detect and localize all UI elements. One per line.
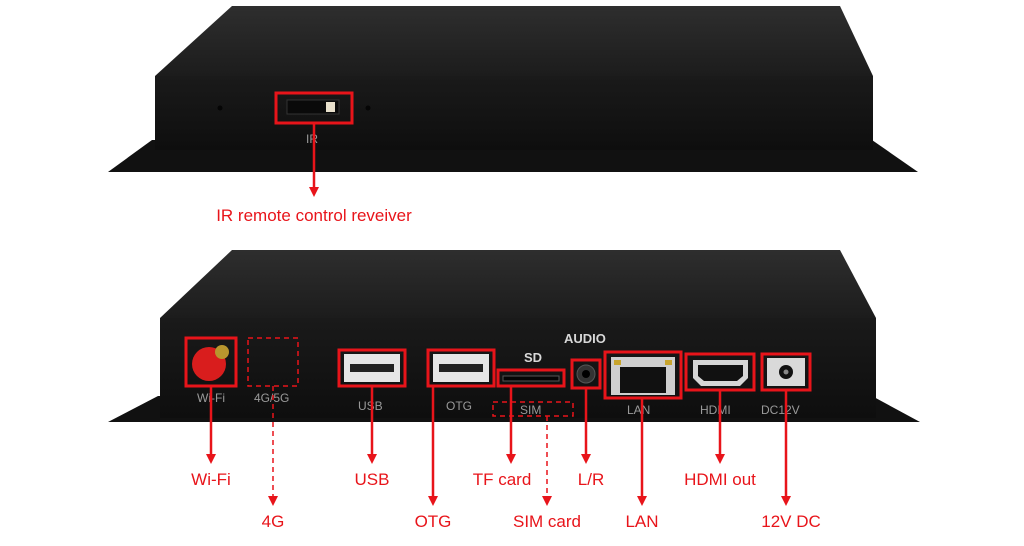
otg-callout-label: OTG — [414, 512, 452, 531]
ir-silkscreen-label: IR — [306, 132, 318, 146]
ir-led — [326, 102, 335, 112]
lan-led — [665, 360, 672, 365]
lr-callout-label: L/R — [577, 470, 605, 489]
tf-highlight-box — [496, 368, 566, 388]
wifi-callout-label: Wi-Fi — [191, 470, 231, 489]
dc-callout-label: 12V DC — [761, 512, 821, 531]
g4g5-silkscreen-label: 4G/5G — [254, 391, 289, 405]
hdmi-silkscreen-label: HDMI — [700, 403, 731, 417]
callout-arrows — [206, 386, 791, 506]
audio-jack-hole — [582, 370, 590, 378]
dc-arrow-head — [781, 496, 791, 506]
top-device-screw-hole — [365, 105, 371, 111]
lan-callout-label: LAN — [625, 512, 659, 531]
hdmi-arrow-head — [715, 454, 725, 464]
usb-callout-label: USB — [354, 470, 390, 489]
lan-led — [614, 360, 621, 365]
top-device-screw-hole — [217, 105, 223, 111]
sim-silkscreen-label: SIM — [520, 403, 541, 417]
tf-card-slot — [502, 375, 560, 382]
ir-callout-label: IR remote control reveiver — [216, 206, 412, 225]
bottom-device-top-surface — [160, 250, 876, 318]
ir-arrow-head — [309, 187, 319, 197]
sd-silkscreen-label: SD — [524, 350, 542, 365]
top-device: IR — [108, 6, 918, 197]
otg-silkscreen-label: OTG — [446, 399, 472, 413]
g4g5-highlight-box — [247, 337, 299, 387]
lan-silkscreen-label: LAN — [627, 403, 650, 417]
bottom-device-front-panel — [160, 318, 876, 418]
top-device-top-surface — [155, 6, 873, 76]
dc-port-pin — [783, 369, 789, 375]
bottom-device: AUDIO SD Wi-Fi 4G/5G USB OTG SIM — [108, 250, 920, 422]
usb-port-tongue — [350, 364, 394, 372]
hdmi-callout-label: HDMI out — [684, 470, 756, 489]
usb-arrow-head — [367, 454, 377, 464]
sim-highlight-box — [492, 401, 574, 417]
otg-arrow-head — [428, 496, 438, 506]
sim-arrow-head — [542, 496, 552, 506]
otg-port-tongue — [439, 364, 483, 372]
wifi-antenna-base — [215, 345, 229, 359]
hdmi-port-opening — [698, 365, 743, 381]
audio-silkscreen-label: AUDIO — [564, 331, 606, 346]
g4-arrow-head — [268, 496, 278, 506]
g4-callout-label: 4G — [261, 512, 285, 531]
dc-silkscreen-label: DC12V — [761, 403, 800, 417]
top-device-front-panel — [155, 76, 873, 150]
lr-arrow-head — [581, 454, 591, 464]
tf-callout-label: TF card — [472, 470, 532, 489]
tf-arrow-head — [506, 454, 516, 464]
otg-highlight-box — [426, 348, 496, 388]
sim-callout-label: SIM card — [512, 512, 582, 531]
lan-port-opening — [620, 367, 666, 393]
wifi-arrow-head — [206, 454, 216, 464]
usb-silkscreen-label: USB — [358, 399, 383, 413]
lan-arrow-head — [637, 496, 647, 506]
